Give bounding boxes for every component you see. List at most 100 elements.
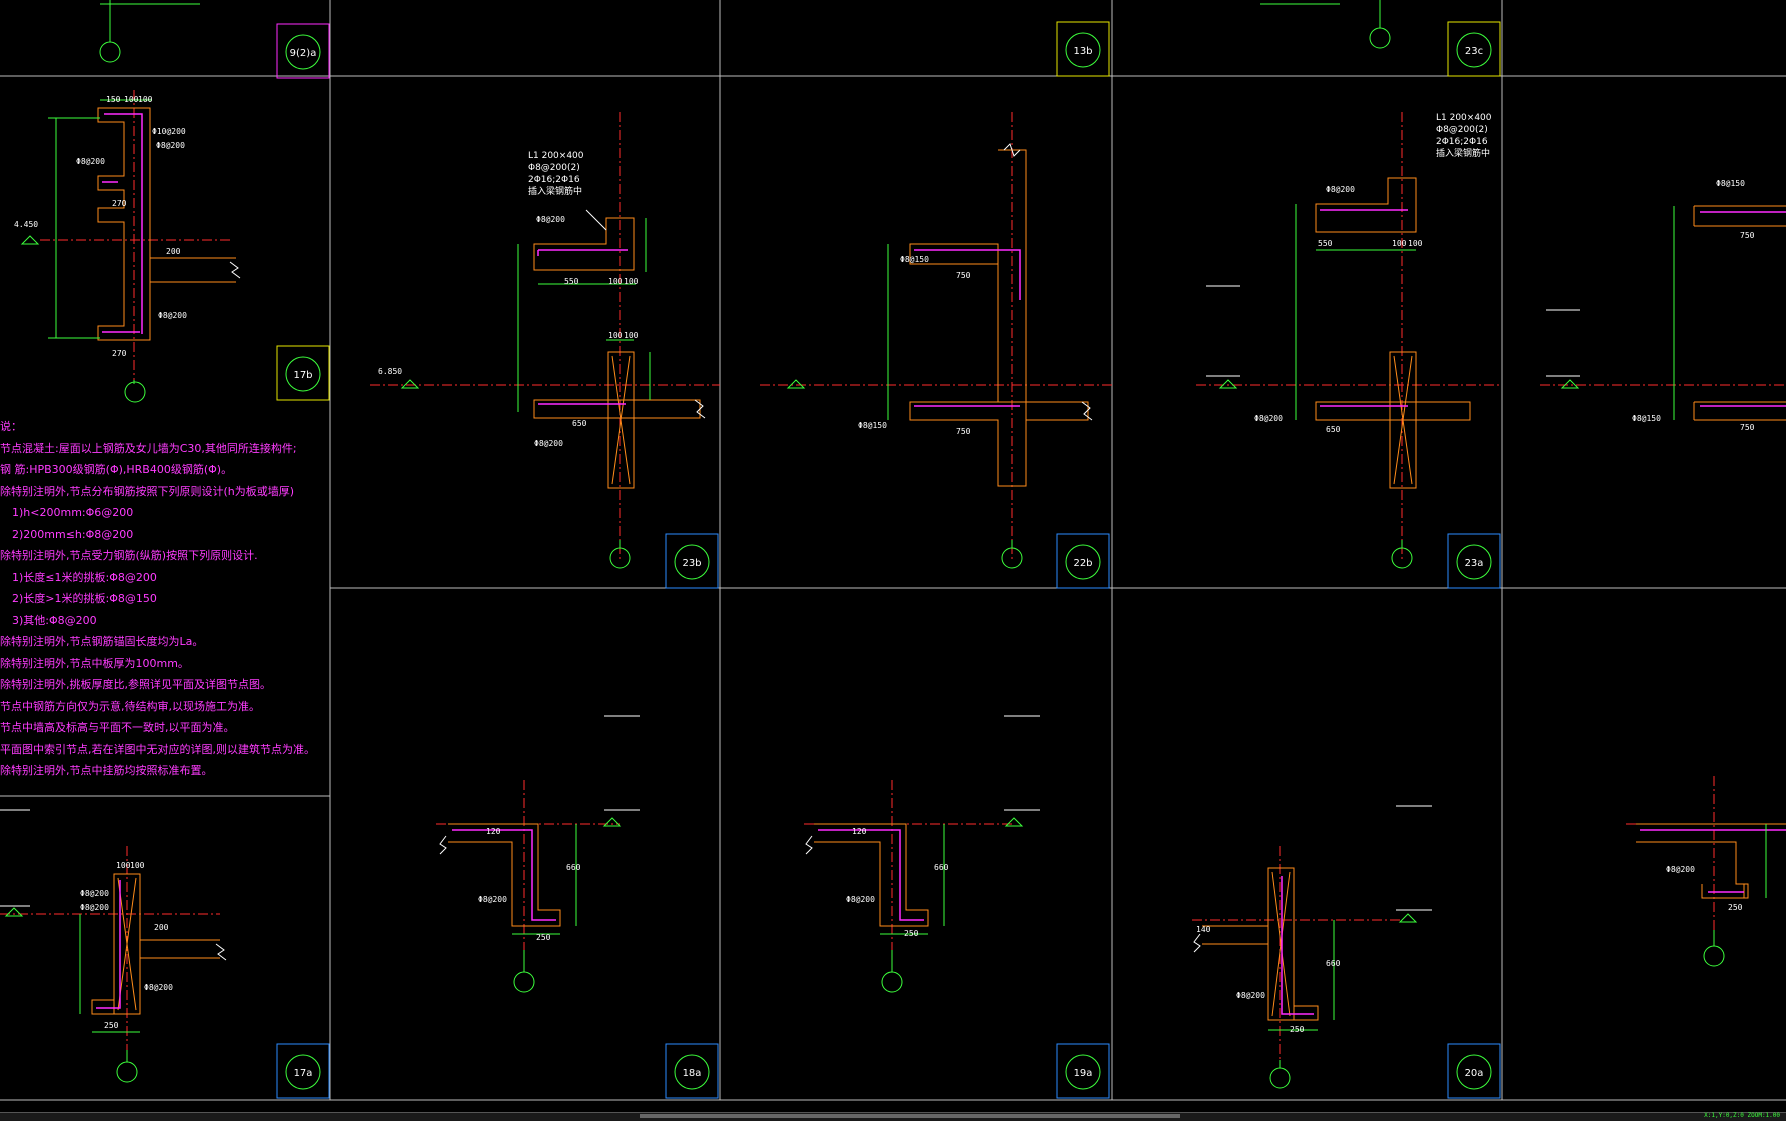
note-line: 除特别注明外,挑板厚度比,参照详见平面及详图节点图。: [0, 678, 271, 691]
status-text: X:1,Y:0,Z:0 ZOOM:1.00: [1704, 1112, 1780, 1119]
dimension-text: Φ8@150: [858, 421, 887, 430]
dimension-text: Φ8@200: [76, 157, 105, 166]
dimension-text: Φ8@200: [1666, 865, 1695, 874]
note-line: 节点中墙高及标高与平面不一致时,以平面为准。: [0, 721, 235, 734]
detail-tag[interactable]: 13b: [1056, 21, 1110, 77]
dimension-text: Φ8@200: [536, 215, 565, 224]
note-line: 2)200mm≤h:Φ8@200: [12, 527, 134, 541]
detail-right-partial: [1540, 205, 1786, 421]
dimension-text: 150: [106, 95, 121, 104]
detail-20a: [1192, 846, 1418, 1089]
note-line: 平面图中索引节点,若在详图中无对应的详图,则以建筑节点为准。: [0, 742, 315, 756]
detail-tag[interactable]: 23c: [1447, 21, 1501, 77]
detail-19a: [804, 780, 1024, 993]
dimension-text: 660: [934, 863, 949, 872]
detail-tag-label: 18a: [683, 1068, 702, 1079]
detail-tag[interactable]: 17b: [276, 345, 330, 401]
note-line: 2)长度>1米的挑板:Φ8@150: [12, 592, 157, 605]
detail-tag-label: 17b: [293, 370, 312, 381]
beam-callout-line: Φ8@200(2): [1436, 125, 1488, 135]
dimension-text: 140: [1196, 925, 1211, 934]
dimension-text: 250: [536, 933, 551, 942]
dimension-text: 200: [166, 247, 181, 256]
dimension-text: 100: [624, 331, 639, 340]
detail-tag[interactable]: 19a: [1056, 1043, 1110, 1099]
dimension-text: 650: [572, 419, 587, 428]
detail-tag-label: 23b: [682, 558, 701, 569]
dimension-text: 100: [608, 331, 623, 340]
detail-tag-label: 19a: [1074, 1068, 1093, 1079]
dimension-text: 200: [154, 923, 169, 932]
detail-tag-label: 23a: [1465, 558, 1484, 569]
detail-tag-label: 13b: [1073, 46, 1092, 57]
dimension-text: Φ8@200: [158, 311, 187, 320]
dimension-text: 550: [1318, 239, 1333, 248]
detail-tag-label: 17a: [294, 1068, 313, 1079]
detail-22b: [760, 112, 1112, 569]
detail-tags-layer: 9(2)a 13b 23c 17b 23b 22b 23a 17a 18a 19a 20a: [276, 21, 1501, 1099]
general-notes: 说：节点混凝土:屋面以上钢筋及女儿墙为C30,其他同所连接构件;钢 筋:HPB3…: [0, 416, 330, 782]
detail-tag[interactable]: 22b: [1056, 533, 1110, 589]
dimension-text: Φ8@200: [846, 895, 875, 904]
note-line: 节点混凝土:屋面以上钢筋及女儿墙为C30,其他同所连接构件;: [0, 441, 297, 455]
dimension-text: 100: [124, 95, 139, 104]
dimension-text: 100: [116, 861, 131, 870]
beam-callout-line: 插入梁钢筋中: [1436, 147, 1490, 159]
dimension-text: 100: [1392, 239, 1407, 248]
beam-callout-line: L1 200×400: [528, 151, 584, 161]
beam-callout-line: Φ8@200(2): [528, 163, 580, 173]
beam-callout-line: 2Φ16;2Φ16: [1436, 137, 1488, 147]
detail-23a: [1196, 112, 1502, 569]
note-line: 除特别注明外,节点分布钢筋按照下列原则设计(h为板或墙厚): [0, 484, 295, 498]
detail-tag[interactable]: 23a: [1447, 533, 1501, 589]
note-line: 说：: [0, 420, 22, 433]
dimension-text: 750: [956, 427, 971, 436]
horizontal-scrollbar[interactable]: [640, 1114, 1180, 1118]
note-line: 除特别注明外,节点钢筋锚固长度均为La。: [0, 635, 204, 648]
detail-tag[interactable]: 20a: [1447, 1043, 1501, 1099]
detail-18a: [436, 780, 622, 993]
beam-callout-line: 2Φ16;2Φ16: [528, 175, 580, 185]
detail-bottom-right-partial: [1626, 776, 1786, 967]
dimension-text: 750: [1740, 231, 1755, 240]
dimension-text: 120: [486, 827, 501, 836]
note-line: 1)长度≤1米的挑板:Φ8@200: [12, 570, 157, 584]
dimension-text: Φ8@200: [534, 439, 563, 448]
detail-tag[interactable]: 9(2)a: [276, 23, 330, 79]
detail-tag-label: 20a: [1465, 1068, 1484, 1079]
dimension-text: Φ8@200: [144, 983, 173, 992]
dimension-text: 4.450: [14, 220, 38, 229]
level-tables: [0, 285, 1580, 911]
dimension-text: Φ8@200: [1254, 414, 1283, 423]
dimension-text: 100: [138, 95, 153, 104]
dimension-text: 250: [1290, 1025, 1305, 1034]
dimension-text: 250: [104, 1021, 119, 1030]
dimension-text: 120: [852, 827, 867, 836]
note-line: 除特别注明外,节点中板厚为100mm。: [0, 656, 189, 670]
dimension-text: 270: [112, 199, 127, 208]
dimension-text: 250: [1728, 903, 1743, 912]
detail-23b: [370, 112, 720, 569]
dimension-text: 100: [130, 861, 145, 870]
dimension-text: Φ8@150: [1716, 179, 1745, 188]
detail-tag[interactable]: 18a: [665, 1043, 719, 1099]
detail-17b: [20, 90, 241, 403]
dimension-text: Φ8@200: [156, 141, 185, 150]
dimension-text: Φ8@200: [478, 895, 507, 904]
note-line: 除特别注明外,节点受力钢筋(纵筋)按照下列原则设计.: [0, 549, 258, 562]
note-line: 1)h<200mm:Φ6@200: [12, 506, 134, 519]
note-line: 节点中钢筋方向仅为示意,待结构审,以现场施工为准。: [0, 699, 260, 713]
dimension-text: 750: [1740, 423, 1755, 432]
dimension-text: Φ8@150: [1632, 414, 1661, 423]
dimension-text: Φ8@200: [1236, 991, 1265, 1000]
dimension-text: Φ10@200: [152, 127, 186, 136]
detail-tag[interactable]: 23b: [665, 533, 719, 589]
detail-tag[interactable]: 17a: [276, 1043, 330, 1099]
dimension-text: 250: [904, 929, 919, 938]
dimension-text: 100: [1408, 239, 1423, 248]
detail-tag-label: 23c: [1465, 46, 1483, 57]
note-line: 3)其他:Φ8@200: [12, 613, 97, 627]
